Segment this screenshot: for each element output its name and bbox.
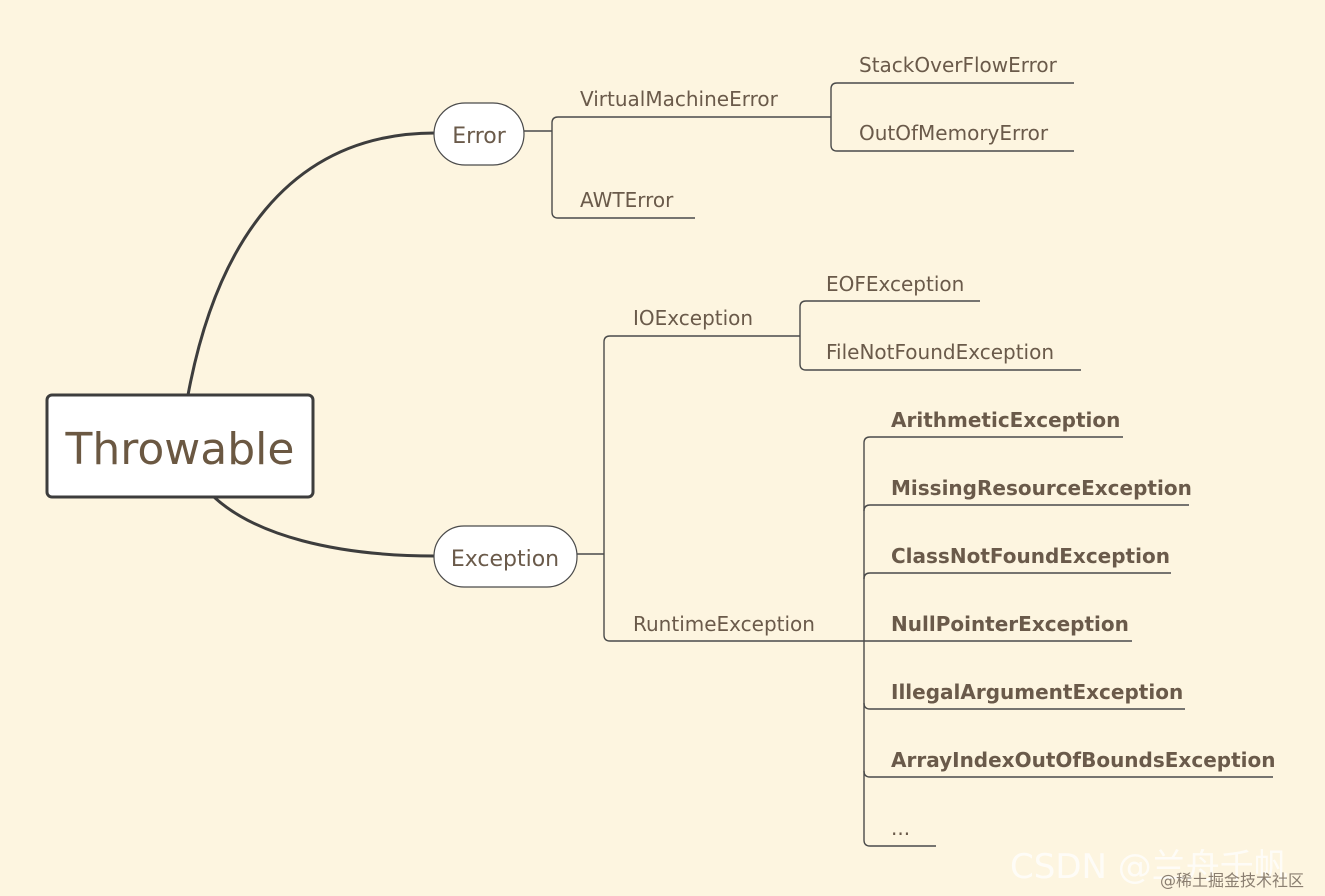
ellipsis-branch-line [863,839,936,847]
out-of-memory-branch-line [830,117,1074,152]
missing-resource-branch-line [863,504,1189,512]
class-not-found-exception-label[interactable]: ClassNotFoundException [891,544,1170,568]
root-node-throwable[interactable]: Throwable [45,393,315,499]
array-index-branch-line [863,770,1273,778]
exception-label: Exception [451,547,559,572]
root-label: Throwable [65,424,295,475]
illegal-argument-branch-line [863,702,1185,710]
arithmetic-branch-line [863,436,1123,641]
out-of-memory-error-label[interactable]: OutOfMemoryError [859,121,1049,145]
eof-branch-line [799,300,980,336]
io-exception-branch-line [603,335,800,554]
csdn-watermark: CSDN @兰舟千帆 [1010,847,1288,887]
virtual-machine-error-label[interactable]: VirtualMachineError [580,87,779,111]
file-not-found-branch-line [799,336,1081,371]
eof-exception-label[interactable]: EOFException [826,272,964,296]
io-exception-label[interactable]: IOException [633,306,753,330]
runtime-exception-branch-line [603,554,864,642]
array-index-out-of-bounds-exception-label[interactable]: ArrayIndexOutOfBoundsException [891,748,1275,772]
arithmetic-exception-label[interactable]: ArithmeticException [891,408,1120,432]
class-not-found-branch-line [863,572,1171,580]
more-exceptions-ellipsis[interactable]: ... [891,816,910,840]
root-to-error-connector [186,131,436,396]
stack-overflow-branch-line [830,82,1074,117]
stack-overflow-error-label[interactable]: StackOverFlowError [859,53,1058,77]
runtime-exception-label[interactable]: RuntimeException [633,612,815,636]
file-not-found-exception-label[interactable]: FileNotFoundException [826,340,1054,364]
root-to-exception-connector [212,495,436,558]
node-error[interactable]: Error [433,102,525,166]
missing-resource-exception-label[interactable]: MissingResourceException [891,476,1192,500]
error-label: Error [452,124,507,149]
vm-error-branch-line [551,116,831,131]
awt-error-branch-line [551,131,695,219]
illegal-argument-exception-label[interactable]: IllegalArgumentException [891,680,1183,704]
juejin-watermark: @稀土掘金技术社区 [1160,871,1304,890]
awt-error-label[interactable]: AWTError [580,188,674,212]
node-exception[interactable]: Exception [433,525,578,588]
null-pointer-exception-label[interactable]: NullPointerException [891,612,1129,636]
